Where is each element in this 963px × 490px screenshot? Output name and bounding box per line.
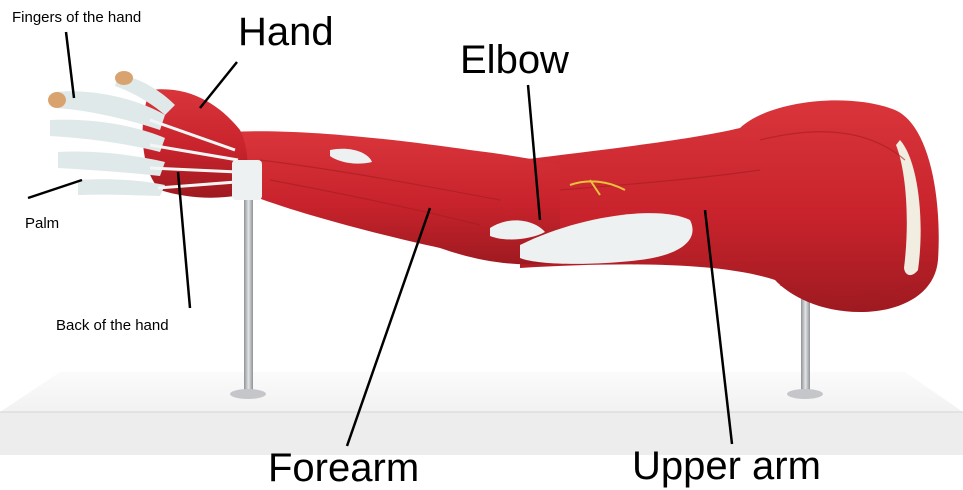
arm-muscles — [230, 100, 939, 312]
label-palm: Palm — [25, 216, 59, 231]
label-elbow: Elbow — [460, 40, 569, 80]
label-upper-arm: Upper arm — [632, 446, 821, 486]
label-back-of-the-hand: Back of the hand — [56, 318, 169, 333]
display-stand-base — [0, 372, 963, 455]
leader-line-fingers — [66, 32, 74, 98]
leader-line-palm — [28, 180, 82, 198]
leader-line-hand — [200, 62, 237, 108]
label-hand: Hand — [238, 12, 334, 52]
label-forearm: Forearm — [268, 448, 419, 488]
label-fingers-of-the-hand: Fingers of the hand — [12, 10, 141, 25]
